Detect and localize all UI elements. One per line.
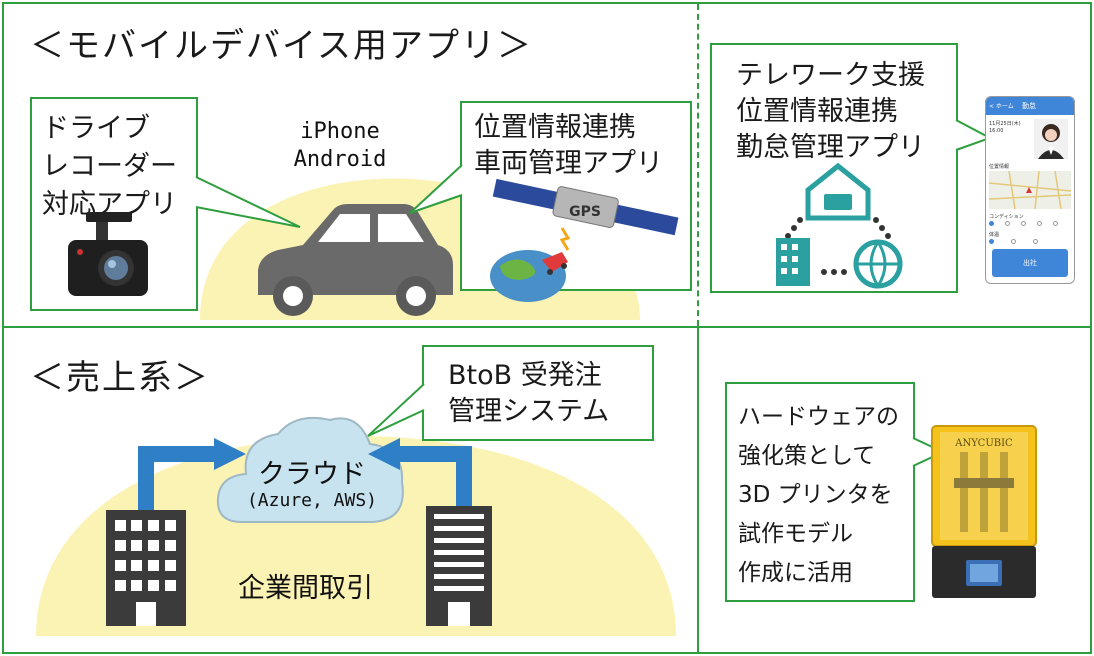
dashcam-callout-text: ドライブ レコーダー 対応アプリ bbox=[42, 113, 177, 220]
printer-brand: ANYCUBIC bbox=[954, 438, 1013, 449]
device-label: iPhone Android bbox=[293, 119, 387, 172]
3d-printer-icon: ANYCUBIC bbox=[931, 425, 1037, 598]
btob-callout-text: BtoB 受発注 管理システム bbox=[448, 360, 610, 427]
phone-header bbox=[986, 97, 1074, 115]
location-pointer bbox=[409, 164, 463, 214]
phone-mockup: < ホーム 勤怠 11月25日(木) 16:00 位置情報 コンディション 体温… bbox=[985, 96, 1075, 284]
hardware-callout bbox=[725, 382, 915, 602]
btob-pointer bbox=[367, 383, 425, 437]
phone-time: 16:00 bbox=[989, 128, 1004, 134]
phone-temp-options bbox=[989, 239, 1071, 245]
phone-submit-label: 出社 bbox=[1023, 259, 1037, 267]
arrow-left-to-cloud bbox=[138, 438, 246, 514]
phone-section-location: 位置情報 bbox=[989, 164, 1010, 170]
location-callout-text: 位置情報連携 車両管理アプリ bbox=[474, 112, 663, 179]
phone-title: 勤怠 bbox=[1022, 102, 1036, 110]
dashcam-icon bbox=[68, 212, 148, 296]
mobile-section-heading: ＜モバイルデバイス用アプリ＞ bbox=[30, 26, 533, 66]
phone-submit-button[interactable]: 出社 bbox=[992, 249, 1068, 277]
arrow-right-to-cloud bbox=[368, 438, 472, 514]
sales-section-heading: ＜売上系＞ bbox=[30, 358, 210, 398]
phone-back: < ホーム bbox=[989, 103, 1014, 110]
vertical-divider-dashed bbox=[697, 4, 699, 326]
phone-section-condition: コンディション bbox=[989, 214, 1024, 220]
cloud-subtitle: (Azure, AWS) bbox=[246, 490, 378, 511]
telework-callout-text: テレワーク支援 位置情報連携 勤怠管理アプリ bbox=[736, 60, 925, 163]
gps-satellite-icon: GPS bbox=[490, 178, 679, 302]
cloud-title: クラウド bbox=[258, 459, 366, 490]
hardware-callout-text: ハードウェアの 強化策として 3D プリンタを 試作モデル 作成に活用 bbox=[738, 404, 899, 586]
cloud-icon bbox=[216, 416, 404, 523]
phone-condition-options bbox=[989, 221, 1071, 227]
phone-map bbox=[988, 170, 1072, 210]
person-photo bbox=[1034, 119, 1068, 159]
home-office-icon bbox=[776, 162, 903, 289]
sales-halo bbox=[36, 436, 676, 636]
phone-date: 11月25日(木) bbox=[989, 121, 1021, 127]
gps-label: GPS bbox=[569, 204, 601, 220]
vertical-divider-solid bbox=[697, 327, 699, 654]
dashcam-pointer bbox=[195, 176, 301, 228]
car-icon bbox=[258, 204, 453, 316]
b2b-label: 企業間取引 bbox=[238, 573, 373, 604]
horizontal-divider bbox=[2, 326, 1092, 328]
phone-section-temp: 体温 bbox=[989, 232, 1000, 238]
btob-callout bbox=[422, 345, 654, 441]
building-left-icon bbox=[106, 510, 186, 626]
building-right-icon bbox=[426, 506, 492, 626]
